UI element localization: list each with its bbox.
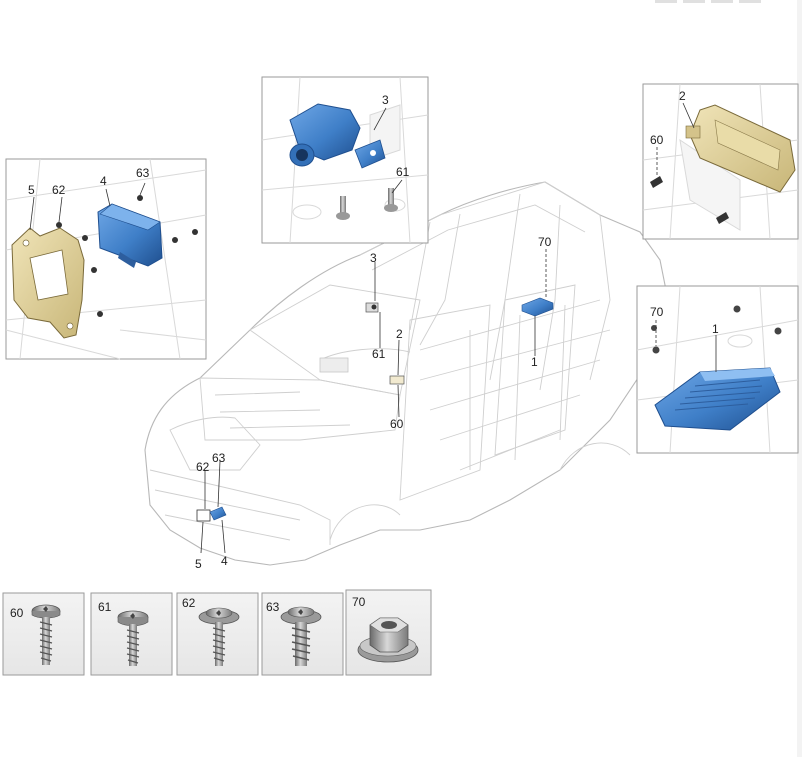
fastener-card-61: 61 (90, 592, 173, 676)
car-body-illustration (144, 181, 669, 566)
bracket-screws (650, 176, 729, 224)
fastener-card-70: 70 (345, 589, 432, 676)
mounting-bracket-icon (11, 227, 85, 339)
car-label-5: 5 (195, 557, 202, 571)
bracket-inset-label-2: 2 (679, 89, 686, 103)
car-label-70: 70 (538, 235, 552, 249)
screw-washer-head-icon (198, 607, 240, 666)
car-label-3: 3 (370, 251, 377, 265)
fastener-legend: 60 61 (2, 589, 432, 676)
car-label-1: 1 (531, 355, 538, 369)
fastener-label-60: 60 (10, 606, 24, 620)
fastener-label-62: 62 (182, 596, 196, 610)
car-label-60: 60 (390, 417, 404, 431)
car-leader-lines (200, 249, 547, 554)
car-label-63: 63 (212, 451, 226, 465)
fastener-label-61: 61 (98, 600, 112, 614)
bracket-inset-label-60: 60 (650, 133, 664, 147)
fastener-label-63: 63 (266, 600, 280, 614)
fastener-card-63: 63 (261, 592, 344, 676)
inset-camera: 3 61 (261, 76, 429, 244)
radar-sensor-icon (97, 203, 163, 268)
flange-nut-icon (357, 617, 419, 663)
control-unit-icon (654, 367, 781, 431)
control-inset-label-70: 70 (650, 305, 664, 319)
fastener-card-60: 60 (2, 592, 85, 676)
inset-control-unit: 70 1 (636, 285, 799, 454)
inset-module-bracket: 2 60 (642, 83, 799, 240)
camera-screws (336, 188, 398, 220)
car-label-61: 61 (372, 347, 386, 361)
car-label-62: 62 (196, 460, 210, 474)
car-label-4: 4 (221, 554, 228, 568)
fastener-card-62: 62 (176, 592, 259, 676)
left-inset-label-62: 62 (52, 183, 66, 197)
car-camera-marker (365, 302, 379, 313)
car-radar-marker (196, 506, 227, 522)
camera-inset-label-61: 61 (396, 165, 410, 179)
fastener-label-70: 70 (352, 595, 366, 609)
screw-pan-head-icon (31, 604, 61, 665)
car-part-markers (196, 297, 554, 522)
camera-module-icon (289, 103, 386, 169)
left-inset-label-5: 5 (28, 183, 35, 197)
camera-inset-label-3: 3 (382, 93, 389, 107)
left-inset-label-4: 4 (100, 174, 107, 188)
left-inset-label-63: 63 (136, 166, 150, 180)
small-screws (56, 195, 198, 317)
module-bracket-icon (685, 104, 796, 193)
control-unit-nuts (651, 305, 782, 354)
screw-flange-head-icon (117, 610, 149, 666)
car-module-bracket-marker (389, 375, 405, 385)
control-inset-label-1: 1 (712, 322, 719, 336)
screw-washer-head-thick-icon (280, 606, 322, 666)
inset-radar-bracket: 5 62 4 63 (5, 158, 207, 360)
car-label-2: 2 (396, 327, 403, 341)
car-control-unit-marker (521, 297, 554, 317)
top-edge-marks (655, 0, 802, 757)
